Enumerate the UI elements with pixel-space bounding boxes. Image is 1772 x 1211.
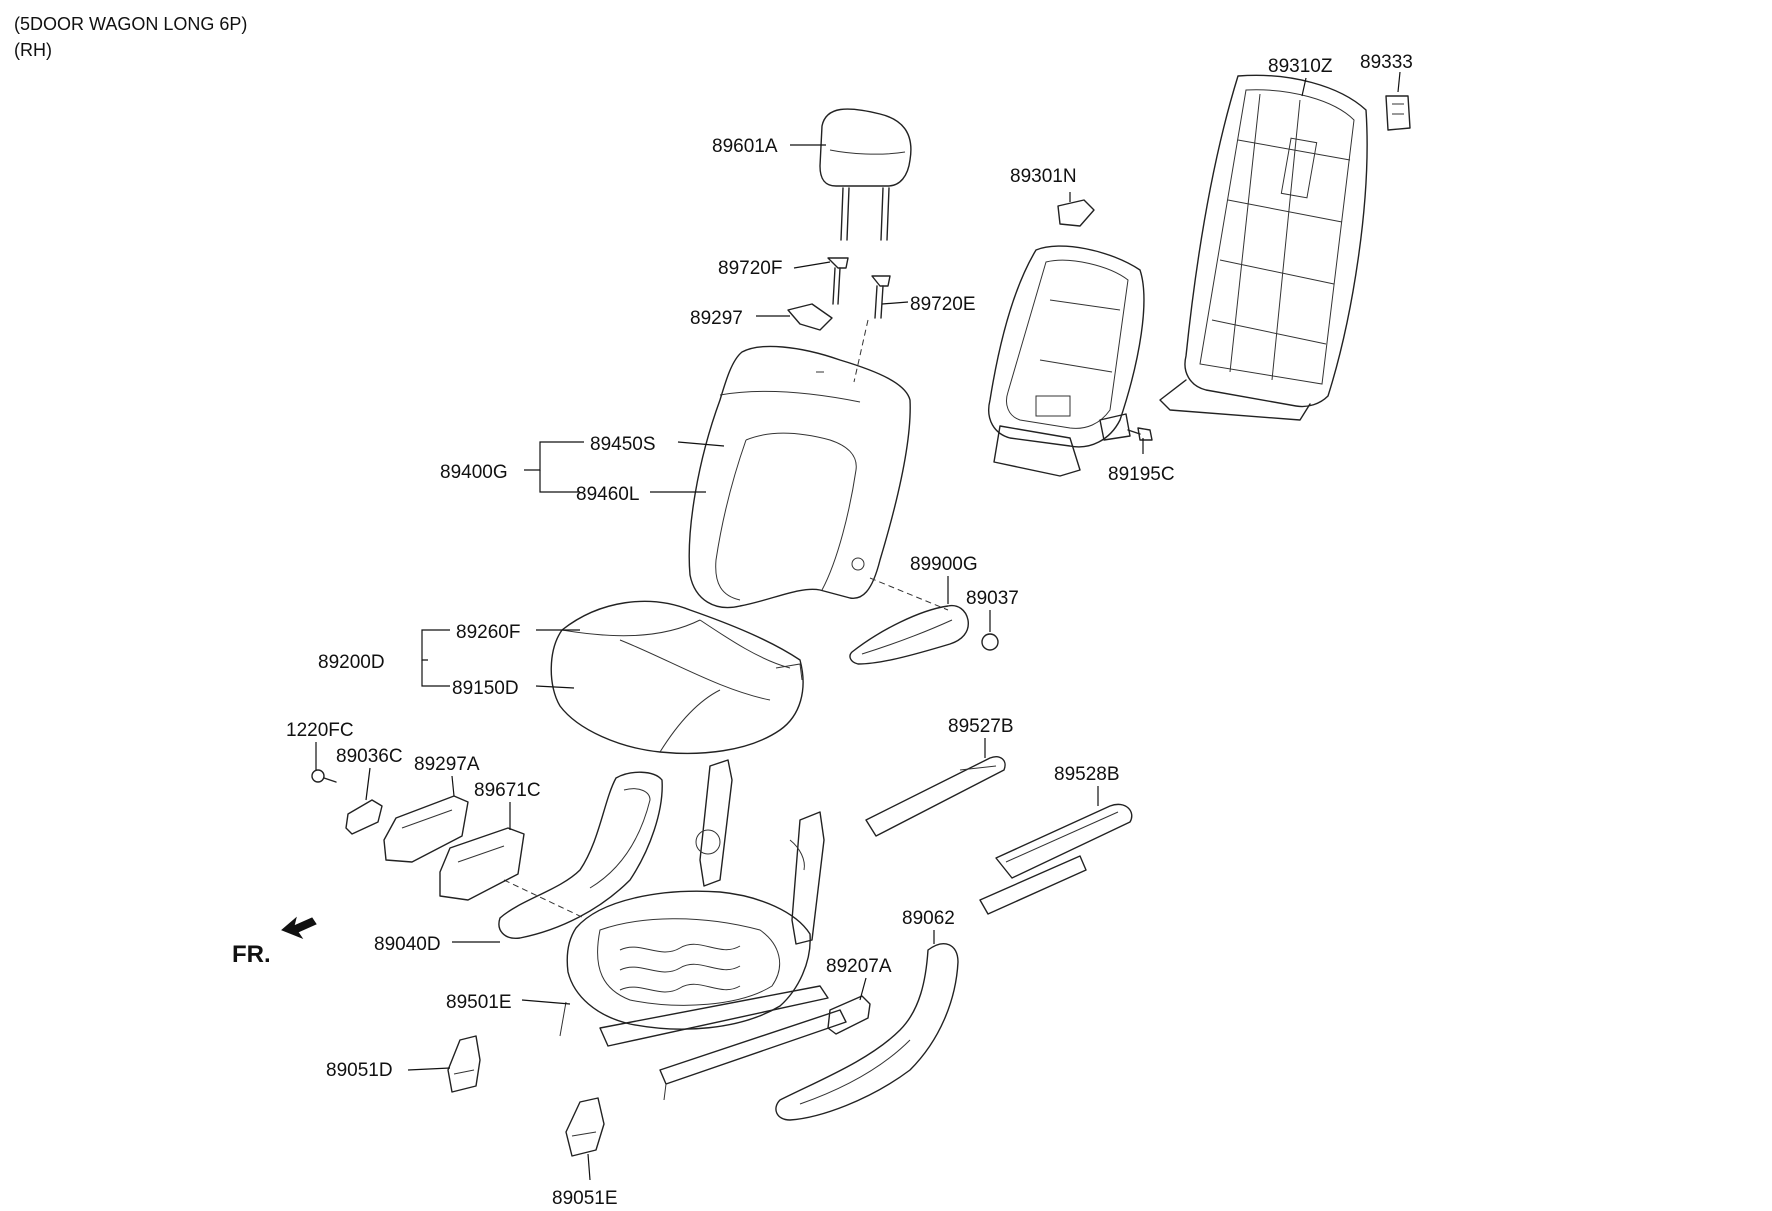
label-89051E: 89051E (552, 1188, 618, 1209)
label-89051D: 89051D (326, 1060, 393, 1081)
label-89297A: 89297A (414, 754, 480, 775)
label-89310Z: 89310Z (1268, 56, 1333, 77)
armrest-drawing (849, 577, 969, 665)
leader-lines (315, 71, 1401, 1181)
cover-89051E-drawing (565, 1097, 605, 1157)
seatback-cover-drawing (688, 345, 911, 609)
label-89460L: 89460L (576, 484, 639, 505)
label-89900G: 89900G (910, 554, 978, 575)
label-89333: 89333 (1360, 52, 1413, 73)
side-designation: (RH) (14, 40, 52, 60)
seat-cushion-drawing (550, 600, 804, 755)
label-89527B: 89527B (948, 716, 1014, 737)
cover-89671C-drawing (439, 827, 525, 901)
label-89501E: 89501E (446, 992, 512, 1013)
label-89260F: 89260F (456, 622, 520, 643)
label-89671C: 89671C (474, 780, 541, 801)
headrest-guide-drawing (787, 257, 891, 383)
inner-shield-89040D-drawing (498, 771, 663, 939)
label-89200D: 89200D (318, 652, 385, 673)
label-89040D: 89040D (374, 934, 441, 955)
label-89150D: 89150D (452, 678, 519, 699)
track-cover-89527B-drawing (865, 756, 1006, 837)
label-89036C: 89036C (336, 746, 403, 767)
cover-89051D-drawing (447, 1035, 481, 1093)
headrest-drawing (819, 108, 912, 241)
bracket-89036C-drawing (345, 799, 383, 835)
outer-shield-89062-drawing (775, 943, 959, 1121)
clip-89333-drawing (1385, 95, 1411, 131)
label-89528B: 89528B (1054, 764, 1120, 785)
seatback-board-drawing (1159, 74, 1368, 421)
label-89207A: 89207A (826, 956, 892, 977)
label-89301N: 89301N (1010, 166, 1077, 187)
label-89062: 89062 (902, 908, 955, 929)
label-89601A: 89601A (712, 136, 778, 157)
hinge-cover-89297A-drawing (383, 795, 469, 863)
track-cover-89528B-drawing (979, 803, 1133, 915)
label-89720E: 89720E (910, 294, 976, 315)
label-89195C: 89195C (1108, 464, 1175, 485)
front-direction-arrow (281, 916, 317, 940)
label-89400G: 89400G (440, 462, 508, 483)
seatback-frame-drawing (988, 199, 1145, 477)
model-variant-title: (5DOOR WAGON LONG 6P) (14, 14, 248, 34)
label-89720F: 89720F (718, 258, 782, 279)
front-label: FR. (232, 941, 271, 968)
label-1220FC: 1220FC (286, 720, 354, 741)
bolt-1220FC-drawing (311, 769, 337, 783)
seat-cushion-frame-drawing (559, 759, 847, 1101)
label-89297: 89297 (690, 308, 743, 329)
label-89037: 89037 (966, 588, 1019, 609)
part-labels: 89601A 89720F 89720E 89297 89400G 89450S… (232, 52, 1413, 1209)
cap-89037-drawing (981, 633, 999, 651)
label-89450S: 89450S (590, 434, 656, 455)
bolt-89195C-drawing (1127, 427, 1153, 441)
bracket-89207A-drawing (827, 995, 871, 1035)
